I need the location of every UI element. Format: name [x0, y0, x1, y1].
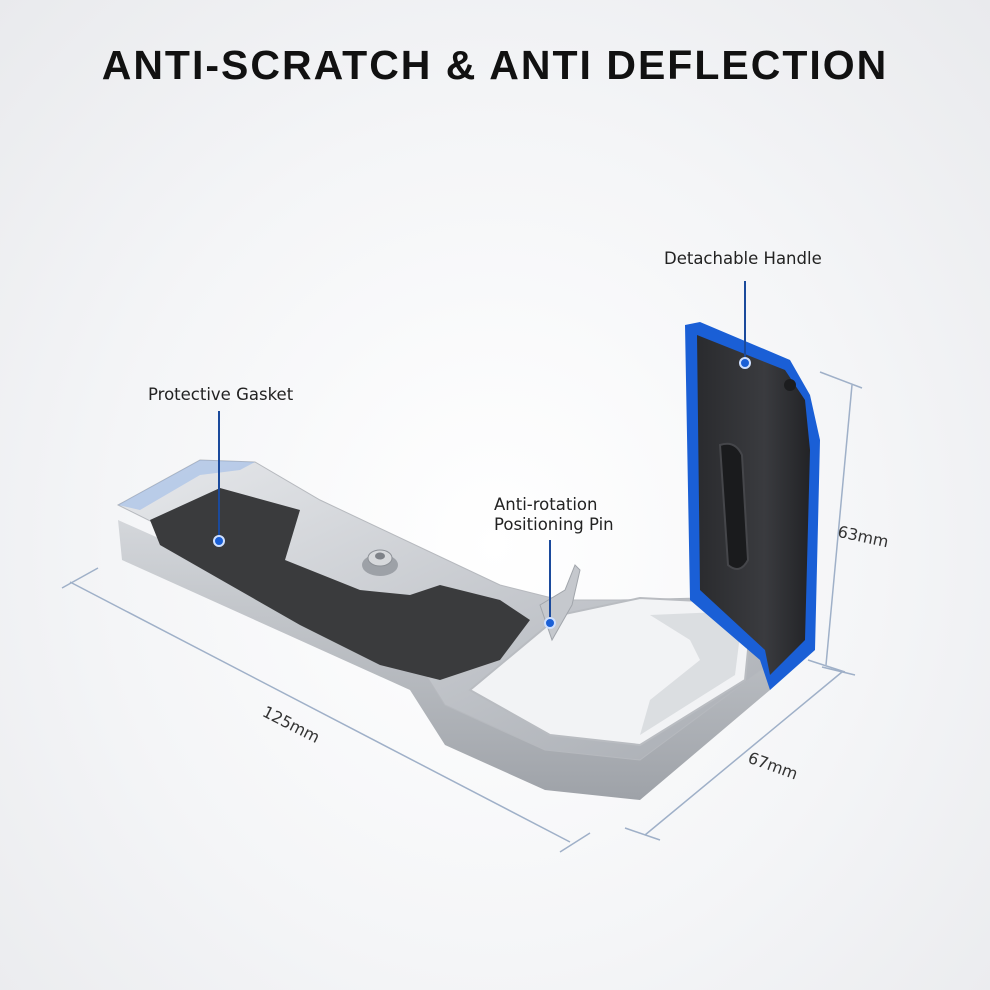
callout-anti-rotation-line2: Positioning Pin	[494, 515, 614, 534]
handle-screw	[784, 379, 796, 391]
dimension-length-line	[61, 567, 591, 853]
handle-body	[697, 335, 810, 675]
dimension-depth-line	[624, 666, 856, 841]
dimension-height-line	[807, 371, 863, 673]
callout-dot-gasket	[213, 535, 225, 547]
handle-slot	[718, 442, 750, 570]
plate-blue-rim	[118, 460, 255, 510]
callout-detachable-handle: Detachable Handle	[664, 249, 822, 268]
headline: ANTI-SCRATCH & ANTI DEFLECTION	[101, 42, 889, 88]
tripod-screw	[362, 549, 398, 576]
callout-dot-pin	[544, 617, 556, 629]
callout-anti-rotation-line1: Anti-rotation	[494, 495, 598, 514]
plate-side	[118, 520, 775, 800]
callout-protective-gasket: Protective Gasket	[148, 385, 294, 404]
frame-inner-wall	[640, 612, 740, 735]
gasket-pad	[150, 488, 530, 680]
callout-dot-handle	[739, 357, 751, 369]
